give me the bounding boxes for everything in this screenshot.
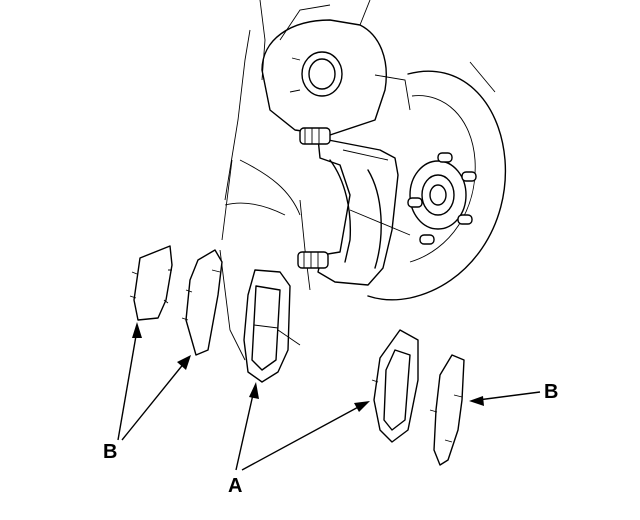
brake-pad-outer — [371, 329, 419, 443]
wheel-hub — [409, 160, 467, 230]
brake-pad-inner — [243, 269, 301, 383]
wheel-stud — [437, 152, 453, 163]
pad-shim-outer-right — [429, 354, 465, 466]
wheel-stud — [407, 197, 423, 208]
leader-b-left-2 — [121, 355, 191, 441]
brake-disc — [367, 61, 507, 301]
wheel-stud — [461, 171, 477, 182]
wheel-stud — [419, 234, 435, 245]
callout-label-b-left: B — [103, 441, 117, 463]
pad-shim-outer-left — [129, 245, 173, 321]
leader-b-right — [469, 391, 541, 406]
callout-label-a: A — [228, 475, 242, 497]
steering-knuckle — [219, 0, 411, 361]
guide-pin-upper — [299, 127, 331, 145]
caliper-piston-boss — [289, 51, 343, 97]
pad-retainer-left — [181, 249, 223, 356]
callout-label-b-right: B — [544, 381, 558, 403]
guide-pin-lower — [297, 251, 329, 269]
caliper-bracket — [317, 137, 411, 286]
leader-a-2 — [241, 401, 370, 471]
wheel-stud — [457, 214, 473, 225]
wheel-studs — [407, 152, 477, 245]
leader-a-1 — [235, 382, 259, 471]
leader-b-left-1 — [117, 322, 142, 441]
